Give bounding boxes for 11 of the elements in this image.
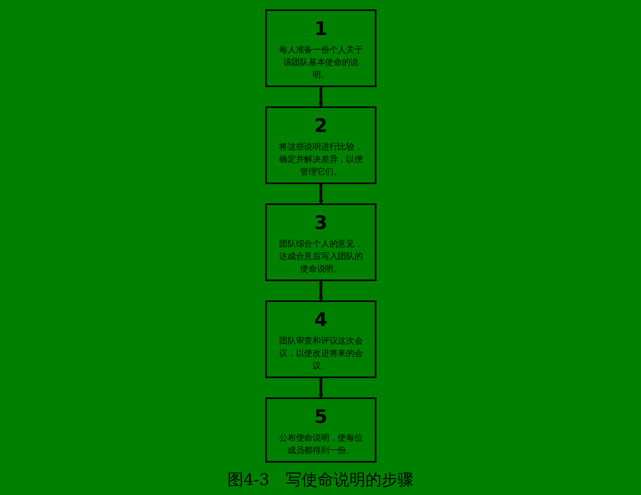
node-box xyxy=(264,106,376,184)
arrow xyxy=(318,86,323,108)
arrow xyxy=(318,183,323,204)
arrow xyxy=(318,377,323,398)
node-box xyxy=(264,203,376,282)
node-box xyxy=(264,9,376,88)
node-box xyxy=(264,300,376,378)
arrow xyxy=(318,280,323,302)
node-box xyxy=(264,397,376,463)
flowchart: 1 每人准备一份个人关于该团队基本使命的说明。 2 将这些说明进行比较，确定并解决差异，以便管理它们。 3 团队综合个人的意见，达成合意后写入团队的使命说明。 4 团队审查和评议这次会议，以使改进将来的会议。 5 公布使命说明，使每位成员都得到一份。 xyxy=(262,6,380,466)
figure-caption: 图4-3 写使命说明的步骤 xyxy=(228,470,414,491)
